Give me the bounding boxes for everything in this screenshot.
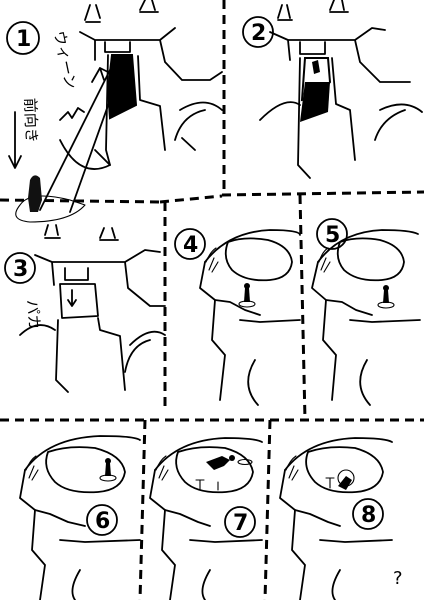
panel-8: 8 xyxy=(279,437,393,600)
panel-6-number: 6 xyxy=(95,509,110,534)
panel-number-circle xyxy=(352,498,384,530)
panel-4-number: 4 xyxy=(183,233,198,258)
p1-sound-effect: ウィーン xyxy=(50,29,80,91)
panel-1-number: 1 xyxy=(16,27,31,52)
panel-8-number: 8 xyxy=(361,503,376,528)
panel-number-circle xyxy=(174,228,206,260)
p1-direction-label: 前向き xyxy=(21,98,41,144)
panel-3-number: 3 xyxy=(13,257,28,282)
page-mark: ? xyxy=(393,568,403,589)
panel-5-number: 5 xyxy=(325,223,340,248)
panel-number-circle xyxy=(316,218,348,250)
panel-5: 5 xyxy=(311,218,421,406)
panel-number-circle xyxy=(242,16,274,48)
panel-7: 7 xyxy=(149,437,263,600)
panel-6: 6 xyxy=(19,435,141,600)
p3-sound-effect: パカ xyxy=(23,299,44,330)
panel-number-circle xyxy=(86,504,118,536)
panel-number-circle xyxy=(4,252,36,284)
panel-1: 1 ウィーン 前向き xyxy=(6,0,223,223)
panel-7-number: 7 xyxy=(233,511,248,536)
panel-4: 4 xyxy=(174,228,301,406)
panel-number-circle xyxy=(6,21,40,55)
panel-number-circle xyxy=(224,506,256,538)
panel-2: 2 xyxy=(242,0,423,179)
panel-2-number: 2 xyxy=(251,21,266,46)
panel-3: 3 パカ xyxy=(4,224,166,393)
